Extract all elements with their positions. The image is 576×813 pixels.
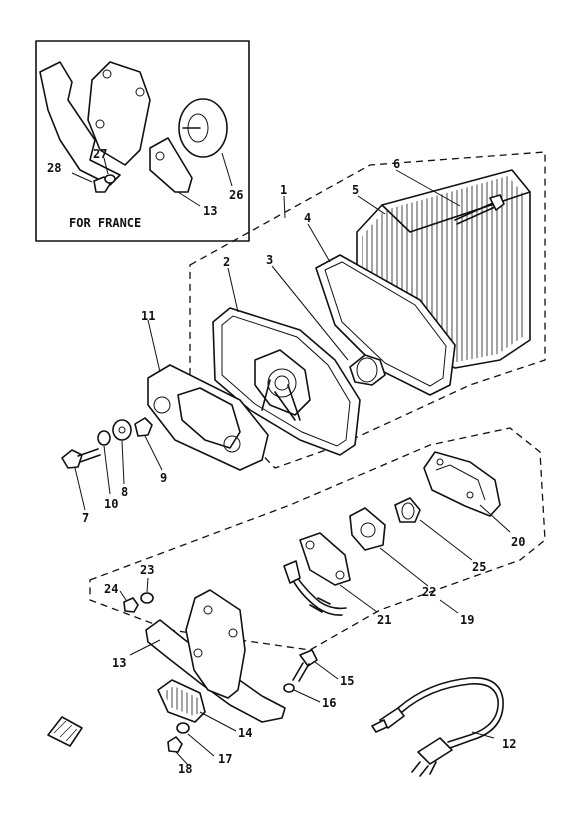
inset-bracket [39, 61, 121, 186]
washer-8 [112, 419, 132, 441]
callout-25: 25 [472, 560, 486, 574]
callout-21: 21 [377, 613, 391, 627]
callout-2: 2 [223, 255, 230, 269]
inset-reflector-disc [178, 98, 228, 158]
bolt-7 [61, 448, 101, 469]
washer-23 [140, 592, 154, 604]
nut-24 [123, 597, 139, 613]
callout-13: 13 [112, 656, 126, 670]
reflector-14 [157, 679, 206, 723]
callout-12: 12 [502, 737, 516, 751]
inset-reflector-holder [149, 137, 193, 193]
callout-1: 1 [280, 183, 287, 197]
callout-17: 17 [218, 752, 232, 766]
gasket-4 [315, 254, 456, 396]
bracket-13 [145, 589, 286, 723]
bulb-3 [349, 354, 386, 386]
callout-8: 8 [121, 485, 128, 499]
callout-20: 20 [511, 535, 525, 549]
screw-6 [454, 194, 505, 225]
callout-7: 7 [82, 511, 89, 525]
callout-23: 23 [140, 563, 154, 577]
callout-13-inset: 13 [203, 204, 217, 218]
inset-for-france: FOR FRANCE 28 27 26 13 [35, 40, 250, 242]
bulb-25 [394, 497, 421, 523]
socket-housing-21 [283, 532, 351, 616]
inset-mount-plate [87, 61, 151, 166]
socket-22 [349, 507, 386, 551]
inset-caption: FOR FRANCE [69, 216, 141, 230]
callout-18: 18 [178, 762, 192, 776]
license-lens-20 [423, 451, 501, 517]
callout-10: 10 [104, 497, 118, 511]
inset-frame [35, 40, 250, 242]
plate-11 [147, 364, 269, 471]
spacer-9 [134, 417, 153, 437]
front-arrow-icon [47, 716, 83, 747]
callout-24: 24 [104, 582, 118, 596]
nut-18 [167, 736, 183, 753]
license-light-outline [89, 427, 546, 651]
callout-9: 9 [160, 471, 167, 485]
bolt-15 [292, 649, 318, 682]
wire-harness-12 [371, 677, 504, 777]
callout-5: 5 [352, 183, 359, 197]
callout-16: 16 [322, 696, 336, 710]
callout-26: 26 [229, 188, 243, 202]
callout-14: 14 [238, 726, 252, 740]
washer-10 [97, 430, 111, 446]
callout-4: 4 [304, 211, 311, 225]
callout-19: 19 [460, 613, 474, 627]
callout-27: 27 [93, 147, 107, 161]
callout-15: 15 [340, 674, 354, 688]
inset-washer [104, 174, 116, 184]
callout-22: 22 [422, 585, 436, 599]
callout-11: 11 [141, 309, 155, 323]
callout-28: 28 [47, 161, 61, 175]
callout-3: 3 [266, 253, 273, 267]
callout-6: 6 [393, 157, 400, 171]
washer-17 [176, 722, 190, 734]
washer-16 [283, 683, 295, 693]
